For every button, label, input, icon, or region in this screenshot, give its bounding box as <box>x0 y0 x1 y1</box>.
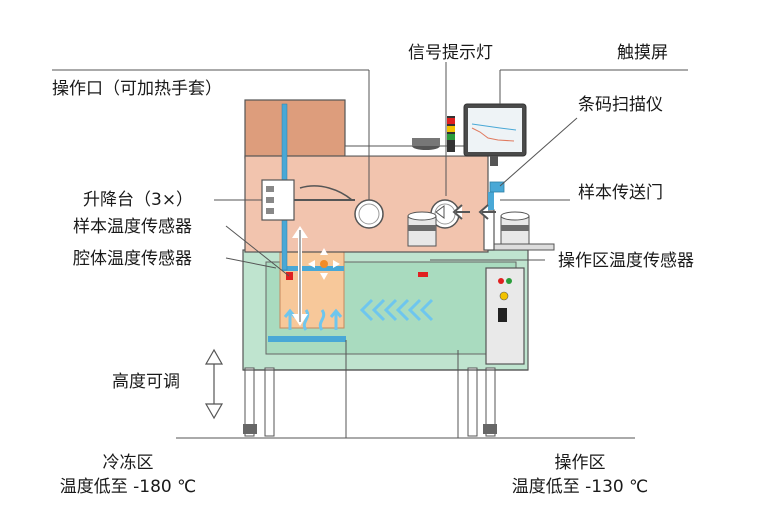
label-sample-transfer-door: 样本传送门 <box>578 183 663 203</box>
transfer-door <box>435 192 496 251</box>
label-operation-zone-title: 操作区 <box>555 453 606 473</box>
label-height-adjustable: 高度可调 <box>112 372 180 392</box>
lift-travel-arrow <box>292 226 308 326</box>
label-chamber-temp-sensor: 腔体温度传感器 <box>73 249 192 269</box>
label-barcode-scanner: 条码扫描仪 <box>578 95 663 115</box>
label-operation-zone-temp: 温度低至 -130 ℃ <box>512 477 648 497</box>
operation-zone-sensor-marker <box>418 272 428 277</box>
lift-mechanism <box>261 103 355 271</box>
airflow-arrows-freezer <box>283 308 343 331</box>
top-device <box>412 138 440 150</box>
height-adjust-arrow-icon <box>204 348 224 420</box>
airflow-arrows-operation <box>359 298 434 322</box>
control-box <box>485 267 525 365</box>
signal-tower-icon <box>447 116 455 152</box>
label-signal-light: 信号提示灯 <box>408 43 493 63</box>
label-freezer-zone-temp: 温度低至 -180 ℃ <box>60 477 196 497</box>
label-operation-port: 操作口（可加热手套） <box>52 79 222 99</box>
label-freezer-zone-title: 冷冻区 <box>103 453 154 473</box>
center-fan-arrows <box>308 248 340 280</box>
monitor-icon <box>463 103 527 166</box>
glove-port <box>354 199 460 229</box>
leader-lines <box>52 62 688 439</box>
label-touch-screen: 触摸屏 <box>617 43 668 63</box>
barcode-scanner-icon <box>489 181 505 193</box>
label-sample-temp-sensor: 样本温度传感器 <box>73 217 192 237</box>
sample-containers <box>407 211 555 251</box>
label-lift-table: 升降台（3×） <box>83 190 193 210</box>
label-operation-zone-temp-sensor: 操作区温度传感器 <box>558 251 694 271</box>
